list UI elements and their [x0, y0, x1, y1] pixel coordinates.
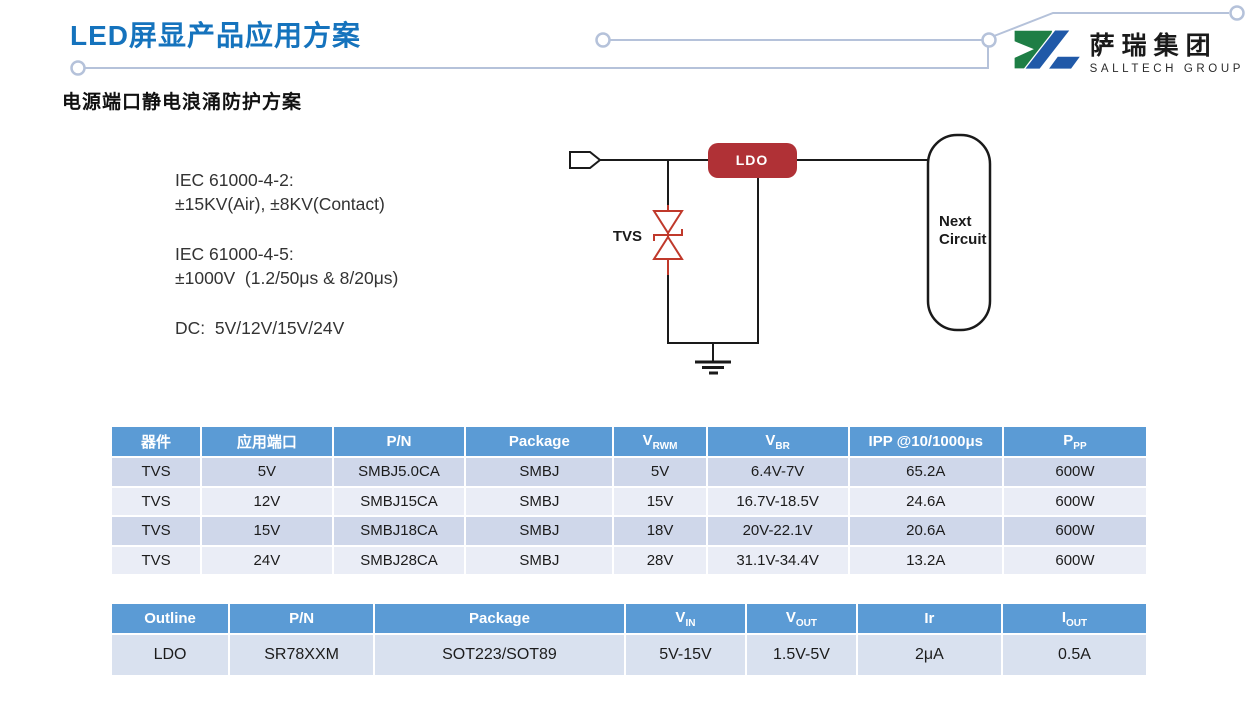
- table-cell: 5V: [200, 456, 334, 488]
- table-cell: 20V-22.1V: [705, 515, 850, 547]
- logo-name-en: SALLTECH GROUP: [1089, 62, 1244, 75]
- header-cell: Outline: [109, 602, 231, 635]
- header-cell: IPP @10/1000μs: [847, 425, 1004, 458]
- header-cell: Ir: [855, 602, 1003, 635]
- logo-name-cn: 萨瑞集团: [1089, 31, 1218, 60]
- spec-line: DC: 5V/12V/15V/24V: [175, 318, 345, 338]
- spec-group-esd: IEC 61000-4-2: ±15KV(Air), ±8KV(Contact): [175, 168, 398, 216]
- table-cell: SMBJ28CA: [331, 544, 467, 576]
- next-circuit-box: [926, 133, 992, 332]
- table-cell: 600W: [1001, 544, 1149, 576]
- table-cell: 28V: [612, 544, 708, 576]
- table-cell: 6.4V-7V: [705, 456, 850, 488]
- ldo-box: [708, 143, 797, 178]
- spec-line: IEC 61000-4-2:: [175, 170, 294, 190]
- company-logo: 萨瑞集团 SALLTECH GROUP: [1012, 20, 1244, 80]
- header-cell: IOUT: [1000, 602, 1149, 635]
- table-cell: SMBJ: [464, 485, 615, 517]
- header-cell: VIN: [623, 602, 748, 635]
- table-cell: SMBJ5.0CA: [331, 456, 467, 488]
- table-cell: SMBJ: [464, 456, 615, 488]
- spec-group-dc: DC: 5V/12V/15V/24V: [175, 316, 398, 340]
- header-cell: VBR: [705, 425, 850, 458]
- table-cell: 24.6A: [847, 485, 1004, 517]
- table-cell: 16.7V-18.5V: [705, 485, 850, 517]
- trace-node-icon: [595, 32, 611, 48]
- table-cell: 20.6A: [847, 515, 1004, 547]
- table-cell: TVS: [109, 456, 203, 488]
- decorative-trace-lines: [70, 5, 1245, 76]
- table-cell: TVS: [109, 544, 203, 576]
- table-cell: 5V: [612, 456, 708, 488]
- logo-mark-icon: [1014, 29, 1083, 70]
- table-cell: 13.2A: [847, 544, 1004, 576]
- spec-line: ±1000V (1.2/50μs & 8/20μs): [175, 268, 399, 288]
- table-cell: TVS: [109, 515, 203, 547]
- table-cell: 600W: [1001, 485, 1149, 517]
- tvs-diode-icon: [652, 210, 684, 260]
- table-cell: SMBJ: [464, 515, 615, 547]
- table-cell: 1.5V-5V: [745, 633, 858, 677]
- section-title: 电源端口静电浪涌防护方案: [62, 92, 303, 113]
- spec-line: IEC 61000-4-5:: [175, 244, 294, 264]
- table-cell: 5V-15V: [623, 633, 748, 677]
- table-cell: 31.1V-34.4V: [705, 544, 850, 576]
- table-cell: 600W: [1001, 515, 1149, 547]
- table-cell: 65.2A: [847, 456, 1004, 488]
- next-circuit-label-line2: Circuit: [939, 231, 987, 248]
- trace-node-icon: [70, 60, 86, 76]
- trace-node-icon: [1229, 5, 1245, 21]
- header-cell: PPP: [1001, 425, 1149, 458]
- spec-text-block: IEC 61000-4-2: ±15KV(Air), ±8KV(Contact)…: [175, 168, 398, 366]
- table-cell: LDO: [109, 633, 231, 677]
- table-cell: 18V: [612, 515, 708, 547]
- table-cell: SR78XXM: [228, 633, 376, 677]
- trace-node-icon: [981, 32, 997, 48]
- page-title: LED屏显产品应用方案: [70, 20, 362, 51]
- header-cell: P/N: [331, 425, 467, 458]
- table-cell: SMBJ15CA: [331, 485, 467, 517]
- header-cell: P/N: [228, 602, 376, 635]
- ldo-label: LDO: [736, 152, 769, 168]
- table-cell: SMBJ: [464, 544, 615, 576]
- table-cell: SMBJ18CA: [331, 515, 467, 547]
- circuit-diagram: TVS LDO Next Circuit: [569, 133, 992, 375]
- next-circuit-label-line1: Next: [939, 213, 972, 230]
- table-cell: TVS: [109, 485, 203, 517]
- header-cell: VOUT: [745, 602, 858, 635]
- header-cell: 器件: [109, 425, 203, 458]
- header-cell: Package: [464, 425, 615, 458]
- table-cell: 2μA: [855, 633, 1003, 677]
- table-cell: 600W: [1001, 456, 1149, 488]
- table-cell: 12V: [200, 485, 334, 517]
- header-cell: 应用端口: [200, 425, 334, 458]
- input-connector-icon: [569, 151, 602, 169]
- spec-line: ±15KV(Air), ±8KV(Contact): [175, 194, 385, 214]
- table-cell: SOT223/SOT89: [373, 633, 626, 677]
- spec-group-surge: IEC 61000-4-5: ±1000V (1.2/50μs & 8/20μs…: [175, 242, 398, 290]
- tvs-label: TVS: [613, 228, 642, 245]
- table-cell: 0.5A: [1000, 633, 1149, 677]
- header-cell: Package: [373, 602, 626, 635]
- table-cell: 15V: [200, 515, 334, 547]
- table-cell: 15V: [612, 485, 708, 517]
- header-cell: VRWM: [612, 425, 708, 458]
- ground-icon: [695, 343, 731, 375]
- table-cell: 24V: [200, 544, 334, 576]
